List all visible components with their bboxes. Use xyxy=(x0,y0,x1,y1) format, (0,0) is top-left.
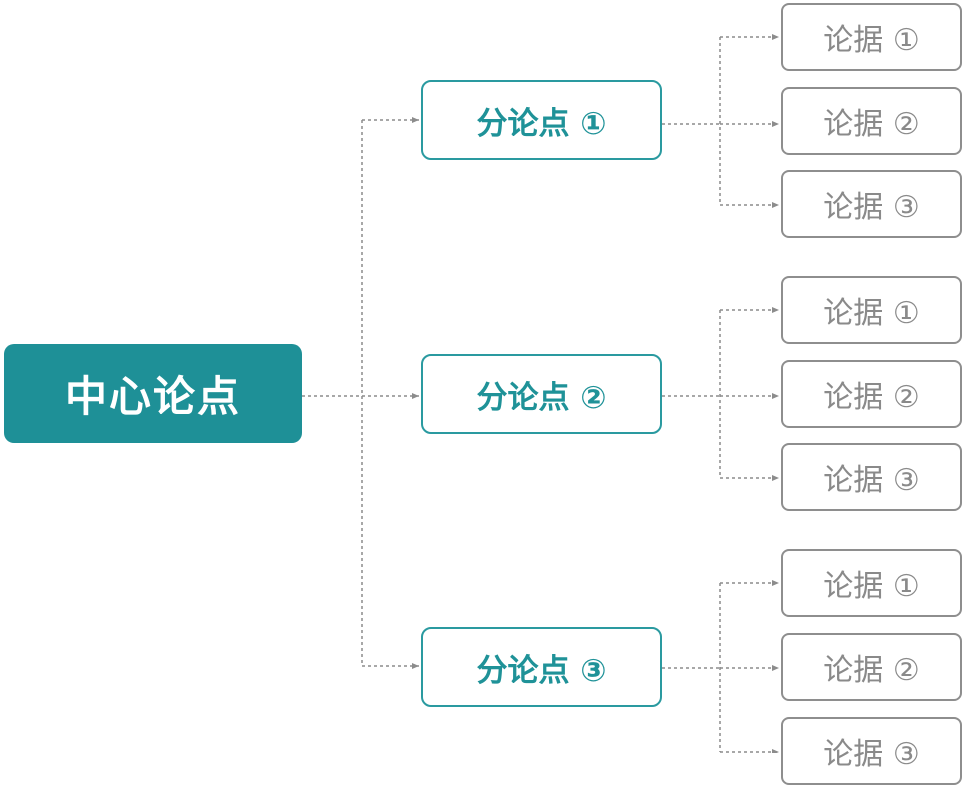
connector-lines xyxy=(302,34,779,753)
sub-point-node-1: 分论点 ① xyxy=(421,80,662,160)
sub-point-node-3: 分论点 ③ xyxy=(421,627,662,707)
evidence-node-2-3: 论据 ③ xyxy=(781,443,962,511)
evidence-node-3-1: 论据 ① xyxy=(781,549,962,617)
evidence-node-2-2: 论据 ② xyxy=(781,360,962,428)
evidence-node-1-2: 论据 ② xyxy=(781,87,962,155)
evidence-node-2-1: 论据 ① xyxy=(781,276,962,344)
central-thesis-node: 中心论点 xyxy=(4,344,302,443)
evidence-node-3-2: 论据 ② xyxy=(781,633,962,701)
evidence-node-1-3: 论据 ③ xyxy=(781,170,962,238)
sub-point-node-2: 分论点 ② xyxy=(421,354,662,434)
evidence-node-1-1: 论据 ① xyxy=(781,3,962,71)
evidence-node-3-3: 论据 ③ xyxy=(781,717,962,785)
